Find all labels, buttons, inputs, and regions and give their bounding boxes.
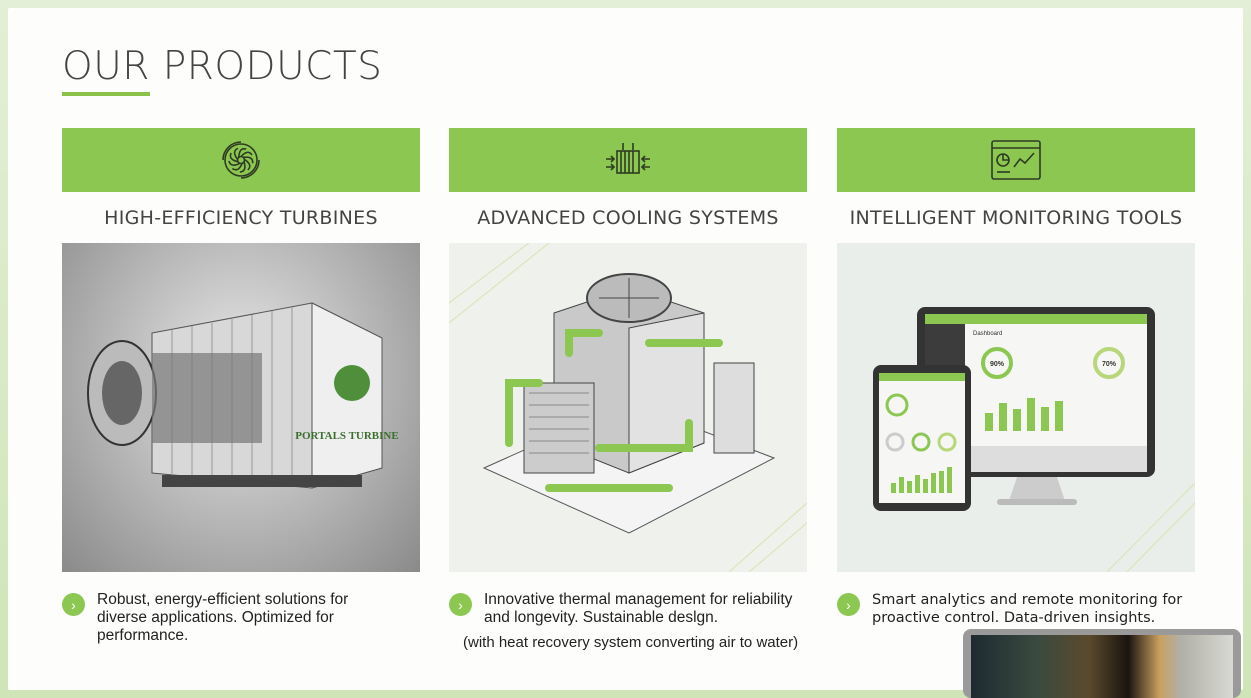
gauge-value: 70% bbox=[1102, 361, 1117, 368]
description-text: Innovative thermal management for reliab… bbox=[484, 591, 793, 626]
chevron-right-icon: › bbox=[62, 593, 85, 616]
title-underline bbox=[62, 92, 150, 96]
page-title: OUR PRODUCTS bbox=[62, 44, 383, 89]
card-header bbox=[62, 128, 420, 192]
product-card-turbines: HIGH-EFFICIENCY TURBINES PORTALS TURBINE… bbox=[62, 128, 420, 644]
cooling-radiator-icon bbox=[606, 143, 650, 174]
dashboard-title: Dashboard bbox=[973, 331, 1002, 337]
cooling-system-image bbox=[449, 243, 807, 572]
description-text: Smart analytics and remote monitoring fo… bbox=[872, 592, 1183, 626]
analytics-dashboard-icon bbox=[991, 140, 1041, 180]
card-description: › Robust, energy-efficient solutions for… bbox=[62, 591, 482, 645]
card-title: INTELLIGENT MONITORING TOOLS bbox=[849, 207, 1183, 229]
gauge-value: 90% bbox=[990, 361, 1005, 368]
cooling-note: (with heat recovery system converting ai… bbox=[463, 634, 799, 651]
turbine-thumbnail-image[interactable] bbox=[963, 629, 1241, 698]
monitoring-devices-image: Dashboard 90% 70% bbox=[837, 243, 1195, 572]
card-header bbox=[837, 128, 1195, 192]
product-card-monitoring: INTELLIGENT MONITORING TOOLS Dashboard 9… bbox=[837, 128, 1195, 626]
product-card-cooling: ADVANCED COOLING SYSTEMS › Innovative th… bbox=[449, 128, 807, 626]
card-header bbox=[449, 128, 807, 192]
card-description: › Smart analytics and remote monitoring … bbox=[837, 591, 1251, 627]
turbine-icon bbox=[222, 141, 260, 179]
container-logo-text: PORTALS TURBINE bbox=[295, 430, 398, 442]
turbine-container-image: PORTALS TURBINE bbox=[62, 243, 420, 572]
description-text: Robust, energy-efficient solutions for d… bbox=[97, 591, 349, 644]
chevron-right-icon: › bbox=[449, 593, 472, 616]
card-description: › Innovative thermal management for reli… bbox=[449, 591, 869, 627]
chevron-right-icon: › bbox=[837, 593, 860, 616]
card-title: ADVANCED COOLING SYSTEMS bbox=[477, 207, 779, 229]
card-title: HIGH-EFFICIENCY TURBINES bbox=[104, 207, 378, 229]
